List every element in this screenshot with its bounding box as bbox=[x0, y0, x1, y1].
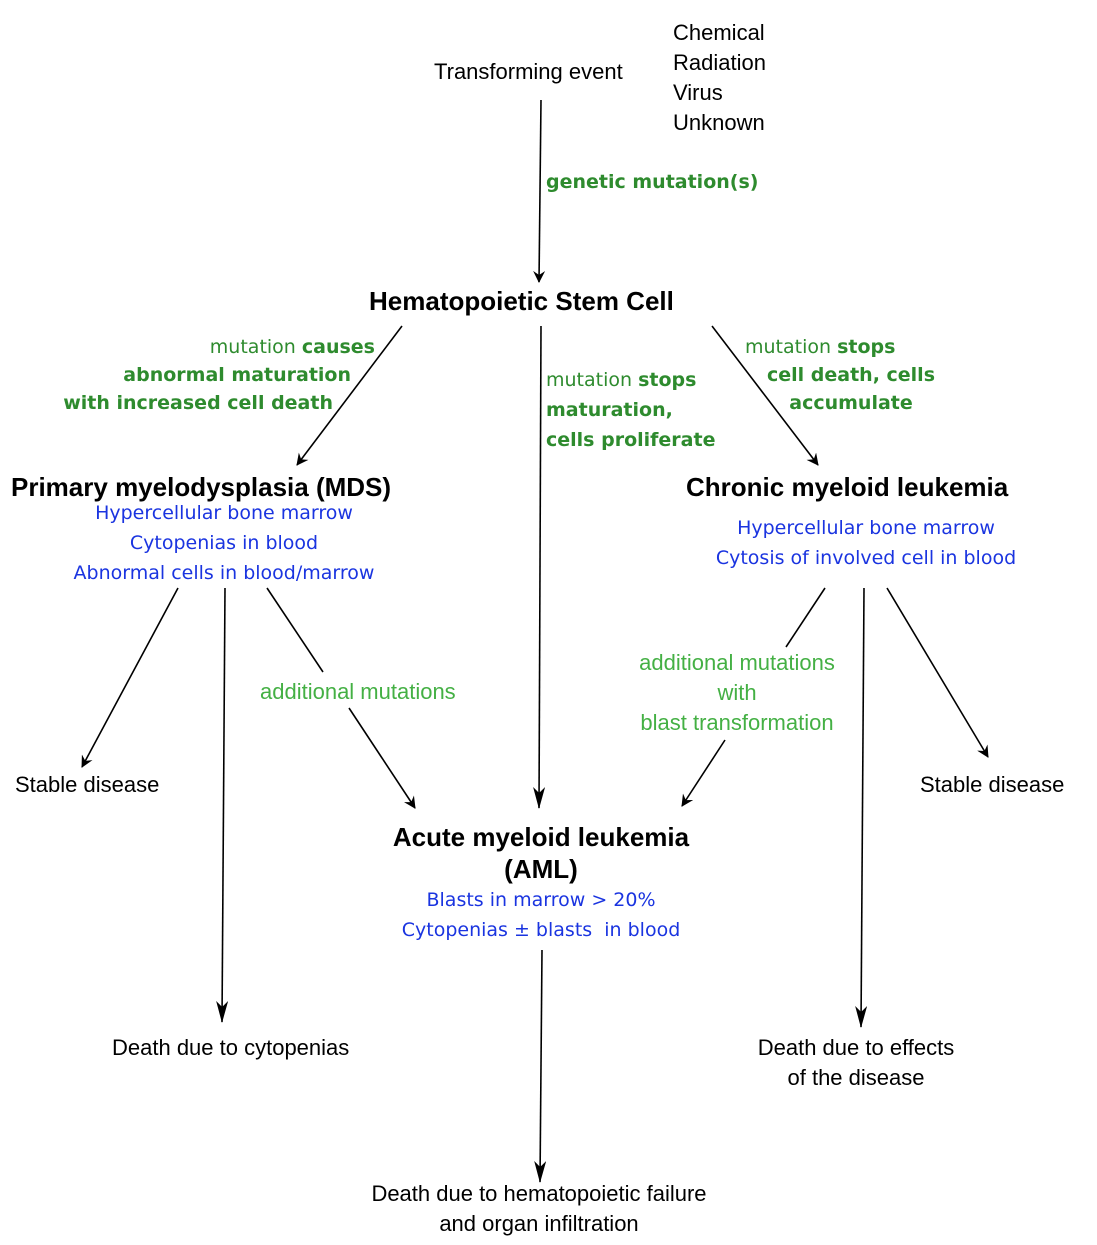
mds-mechanism-line2: abnormal maturation bbox=[123, 364, 351, 386]
arrow-cml-to-death bbox=[855, 587, 868, 1028]
arrow-mds-to-stable bbox=[81, 587, 179, 768]
arrow-mds-to-aml-lower bbox=[348, 707, 416, 809]
aml-title-line: (AML) bbox=[504, 854, 578, 884]
cml-mechanism-line2: cell death, cells bbox=[766, 364, 936, 386]
aml-mechanism-label: mutation stops maturation, cells prolife… bbox=[546, 365, 715, 455]
aml-node: Acute myeloid leukemia (AML) bbox=[341, 821, 741, 885]
cause-item: Virus bbox=[673, 80, 723, 105]
cause-item: Radiation bbox=[673, 50, 766, 75]
arrow-cml-to-stable bbox=[886, 587, 989, 758]
cml-death-outcome: Death due to effects of the disease bbox=[706, 1033, 1006, 1093]
aml-death-outcome: Death due to hematopoietic failure and o… bbox=[339, 1179, 739, 1239]
aml-feature: Blasts in marrow > 20% bbox=[426, 889, 656, 911]
cml-to-aml-line: additional mutations bbox=[639, 650, 835, 675]
mds-death-outcome: Death due to cytopenias bbox=[112, 1035, 350, 1060]
arrow-aml-to-death bbox=[534, 949, 547, 1183]
cml-mechanism-label: mutation stops cell death, cells accumul… bbox=[745, 333, 957, 417]
mds-mechanism-line1-bold: causes bbox=[301, 336, 375, 358]
mds-features: Hypercellular bone marrow Cytopenias in … bbox=[24, 498, 424, 588]
mds-node: Primary myelodysplasia (MDS) bbox=[11, 472, 392, 502]
genetic-mutation-label: genetic mutation(s) bbox=[546, 171, 759, 193]
arrow-stem-to-aml bbox=[533, 325, 546, 809]
arrow-transforming-to-stem bbox=[533, 99, 546, 283]
cause-item: Chemical bbox=[673, 20, 765, 45]
aml-death-line: Death due to hematopoietic failure bbox=[371, 1181, 707, 1206]
mds-stable-disease: Stable disease bbox=[15, 772, 160, 797]
aml-features: Blasts in marrow > 20% Cytopenias ± blas… bbox=[341, 885, 741, 945]
mds-mechanism-label: mutation causes abnormal maturation with… bbox=[63, 333, 375, 417]
cml-mechanism-line1: mutation bbox=[745, 336, 838, 358]
cml-to-aml-line: blast transformation bbox=[640, 710, 834, 735]
cml-stable-disease: Stable disease bbox=[920, 772, 1065, 797]
aml-death-line: and organ infiltration bbox=[439, 1211, 639, 1236]
aml-mechanism-line1: mutation bbox=[546, 369, 639, 391]
transforming-event-label: Transforming event bbox=[434, 59, 623, 84]
cml-mechanism-line3: accumulate bbox=[789, 392, 913, 414]
aml-mechanism-line2: maturation, bbox=[546, 399, 673, 421]
cause-item: Unknown bbox=[673, 110, 765, 135]
cml-feature: Cytosis of involved cell in blood bbox=[715, 547, 1017, 569]
cml-death-line: of the disease bbox=[787, 1065, 925, 1090]
cml-features: Hypercellular bone marrow Cytosis of inv… bbox=[666, 513, 1066, 573]
mds-mechanism-line3: with increased cell death bbox=[63, 392, 333, 414]
cml-node: Chronic myeloid leukemia bbox=[686, 472, 1009, 502]
cml-to-aml-label: additional mutations with blast transfor… bbox=[617, 648, 857, 738]
mds-mechanism-line1: mutation bbox=[209, 336, 302, 358]
cml-death-line: Death due to effects bbox=[757, 1035, 955, 1060]
mds-feature: Abnormal cells in blood/marrow bbox=[73, 562, 375, 584]
cml-feature: Hypercellular bone marrow bbox=[737, 517, 995, 539]
cml-to-aml-line: with bbox=[717, 680, 757, 705]
mds-feature: Cytopenias in blood bbox=[129, 532, 319, 554]
mds-to-aml-label: additional mutations bbox=[260, 679, 456, 704]
transforming-causes-list: Chemical Radiation Virus Unknown bbox=[673, 18, 766, 138]
cml-mechanism-line1-bold: stops bbox=[837, 336, 896, 358]
arrow-cml-to-aml-upper bbox=[785, 587, 826, 648]
arrow-cml-to-aml-lower bbox=[681, 739, 726, 807]
aml-mechanism-line3: cells proliferate bbox=[546, 429, 716, 451]
mds-feature: Hypercellular bone marrow bbox=[95, 502, 353, 524]
stem-cell-node: Hematopoietic Stem Cell bbox=[369, 286, 674, 316]
arrow-mds-to-aml-upper bbox=[266, 587, 324, 673]
aml-title-line: Acute myeloid leukemia bbox=[392, 822, 690, 852]
aml-mechanism-line1-bold: stops bbox=[638, 369, 697, 391]
arrow-stem-to-cml bbox=[711, 325, 819, 466]
arrow-stem-to-mds bbox=[296, 325, 403, 466]
aml-feature: Cytopenias ± blasts in blood bbox=[401, 919, 681, 941]
arrow-mds-to-death bbox=[216, 587, 229, 1023]
